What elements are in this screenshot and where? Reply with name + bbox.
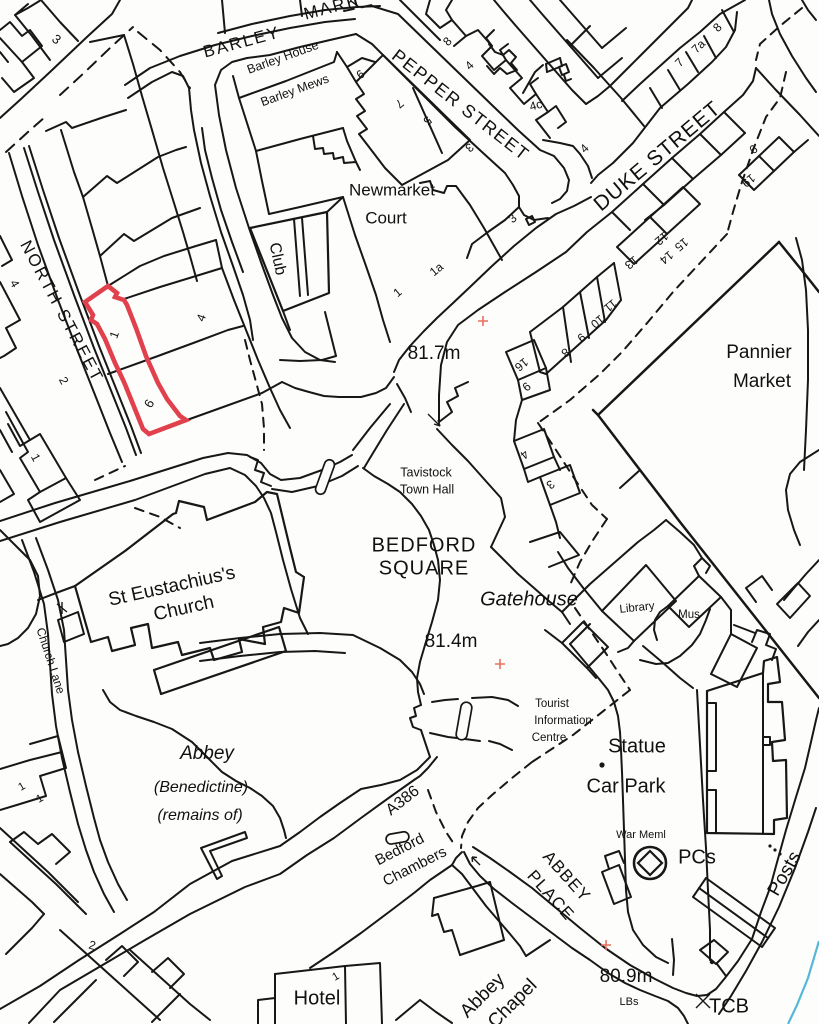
svg-text:Gatehouse: Gatehouse [480,588,578,610]
svg-text:1: 1 [107,329,123,340]
svg-text:(remains of): (remains of) [157,807,242,824]
svg-text:Mus: Mus [678,609,700,621]
svg-text:Court: Court [365,208,407,227]
svg-text:Pannier: Pannier [726,342,792,363]
svg-text:Market: Market [733,371,792,392]
svg-text:Newmarket: Newmarket [349,180,435,199]
svg-text:War Meml: War Meml [616,829,666,841]
svg-text:Statue: Statue [608,735,666,757]
svg-text:1: 1 [34,792,45,805]
svg-text:Hotel: Hotel [294,987,341,1009]
svg-text:.: . [671,933,674,944]
svg-text:2: 2 [87,938,97,953]
svg-text:SQUARE: SQUARE [379,557,469,579]
svg-text:Centre: Centre [532,732,567,744]
svg-text:4: 4 [194,312,210,323]
svg-text:Town Hall: Town Hall [400,482,454,496]
svg-text:BEDFORD: BEDFORD [372,534,477,556]
svg-text:1: 1 [16,780,27,793]
svg-text:1: 1 [330,970,341,983]
svg-text:PCs: PCs [678,846,716,868]
svg-text:Club: Club [266,241,290,277]
svg-text:81.7m: 81.7m [408,343,461,364]
svg-text:Tourist: Tourist [535,698,570,710]
svg-text:81.4m: 81.4m [425,631,478,652]
svg-text:(Benedictine): (Benedictine) [154,779,248,796]
svg-text:80.9m: 80.9m [600,966,653,987]
svg-text:LBs: LBs [620,996,639,1008]
svg-text:Library: Library [619,600,655,616]
svg-text:Car Park: Car Park [587,775,667,797]
svg-text:4c: 4c [528,97,544,114]
svg-text:Information: Information [534,715,592,727]
svg-text:Abbey: Abbey [179,743,235,764]
svg-text:Tavistock: Tavistock [400,465,452,479]
svg-text:TCB: TCB [709,995,749,1017]
